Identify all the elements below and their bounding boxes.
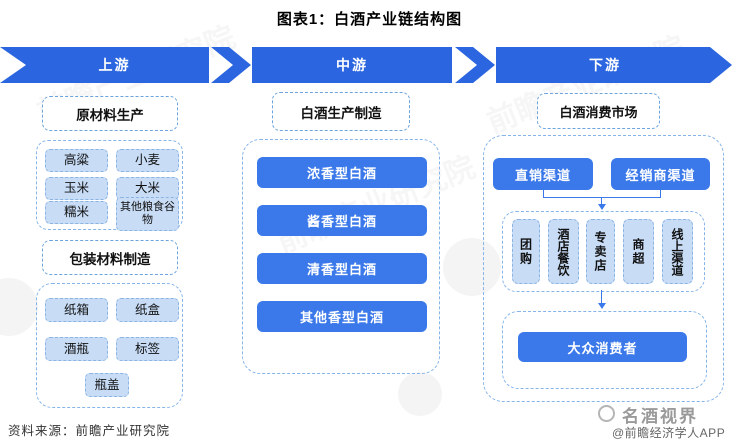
stage-downstream-label: 下游 bbox=[589, 57, 621, 73]
product-box: 浓香型白酒 bbox=[257, 157, 427, 188]
arrow-down-icon bbox=[598, 204, 606, 210]
product-box: 清香型白酒 bbox=[257, 253, 427, 284]
consumer-group bbox=[502, 311, 707, 389]
sub-channel-chip: 酒店餐饮 bbox=[548, 219, 579, 284]
chevron-right-icon bbox=[211, 47, 251, 83]
material-chip: 高粱 bbox=[45, 149, 108, 172]
sub-channel-chip: 团购 bbox=[512, 219, 540, 284]
connector-line bbox=[660, 190, 661, 198]
sub-channel-chip: 线上渠道 bbox=[662, 219, 693, 284]
midstream-header: 白酒生产制造 bbox=[272, 92, 410, 131]
connector-line bbox=[543, 197, 661, 198]
source-note: 资料来源：前瞻产业研究院 bbox=[8, 424, 171, 438]
material-chip: 玉米 bbox=[45, 177, 108, 200]
stage-midstream-banner: 中游 bbox=[252, 47, 452, 83]
stage-upstream-label: 上游 bbox=[98, 57, 131, 73]
material-chip: 大米 bbox=[116, 177, 179, 200]
chevron-right-icon bbox=[455, 47, 495, 83]
connector-line bbox=[601, 197, 602, 205]
upstream-packaging-header: 包装材料制造 bbox=[42, 240, 178, 275]
product-box: 酱香型白酒 bbox=[257, 205, 427, 236]
app-credit: @前瞻经济学人APP bbox=[612, 426, 726, 440]
arrow-down-icon bbox=[598, 303, 606, 309]
upstream-materials-group bbox=[36, 140, 183, 230]
packaging-chip: 纸箱 bbox=[45, 298, 108, 322]
stage-upstream-banner: 上游 bbox=[0, 47, 209, 83]
downstream-header: 白酒消费市场 bbox=[537, 93, 660, 129]
downstream-group bbox=[483, 135, 724, 402]
upstream-packaging-group bbox=[36, 283, 183, 408]
packaging-chip: 标签 bbox=[116, 337, 179, 361]
brand-logo-icon bbox=[598, 405, 615, 422]
connector-line bbox=[601, 290, 602, 304]
material-chip: 其他粮食谷物 bbox=[116, 197, 179, 231]
sub-channels-group bbox=[502, 211, 705, 292]
watermark-logo-circle bbox=[398, 372, 442, 416]
consumer-box: 大众消费者 bbox=[518, 332, 687, 362]
packaging-chip: 酒瓶 bbox=[45, 337, 108, 361]
diagram-title: 图表1：白酒产业链结构图 bbox=[276, 11, 463, 28]
upstream-materials-header: 原材料生产 bbox=[42, 96, 178, 131]
brand-name: 名酒视界 bbox=[622, 407, 698, 426]
midstream-group bbox=[242, 139, 440, 374]
packaging-chip: 瓶盖 bbox=[85, 373, 129, 397]
packaging-chip: 纸盒 bbox=[116, 298, 179, 322]
connector-line bbox=[543, 190, 544, 198]
material-chip: 糯米 bbox=[45, 201, 108, 224]
sub-channel-chip: 商超 bbox=[623, 219, 654, 284]
material-chip: 小麦 bbox=[116, 149, 179, 172]
stage-downstream-banner: 下游 bbox=[496, 47, 732, 83]
channel-direct-box: 直销渠道 bbox=[493, 158, 593, 190]
product-box: 其他香型白酒 bbox=[257, 301, 427, 332]
channel-distributor-box: 经销商渠道 bbox=[611, 158, 710, 190]
stage-midstream-label: 中游 bbox=[336, 57, 368, 73]
watermark-logo-circle bbox=[0, 278, 38, 336]
sub-channel-chip: 专卖店 bbox=[586, 219, 615, 284]
